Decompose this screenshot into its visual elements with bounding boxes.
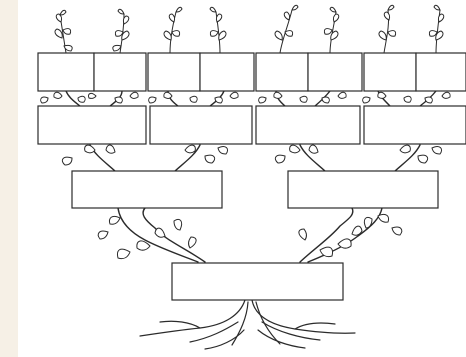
great-grandparent-box-3[interactable]	[148, 53, 200, 91]
great-grandparent-box-2[interactable]	[94, 53, 146, 91]
parent-box-2[interactable]	[288, 171, 438, 208]
great-grandparent-box-6[interactable]	[308, 53, 362, 91]
grandparent-box-2[interactable]	[150, 106, 252, 144]
root-person-box[interactable]	[172, 263, 343, 300]
great-grandparent-box-1[interactable]	[38, 53, 94, 91]
great-grandparent-box-8[interactable]	[416, 53, 466, 91]
great-grandparent-box-4[interactable]	[200, 53, 254, 91]
grandparent-box-1[interactable]	[38, 106, 146, 144]
parent-box-1[interactable]	[72, 171, 222, 208]
grandparent-box-4[interactable]	[364, 106, 466, 144]
grandparent-box-3[interactable]	[256, 106, 360, 144]
root-icon	[140, 300, 355, 349]
sprig-icon	[55, 5, 444, 53]
great-grandparent-box-5[interactable]	[256, 53, 308, 91]
great-grandparent-box-7[interactable]	[364, 53, 416, 91]
